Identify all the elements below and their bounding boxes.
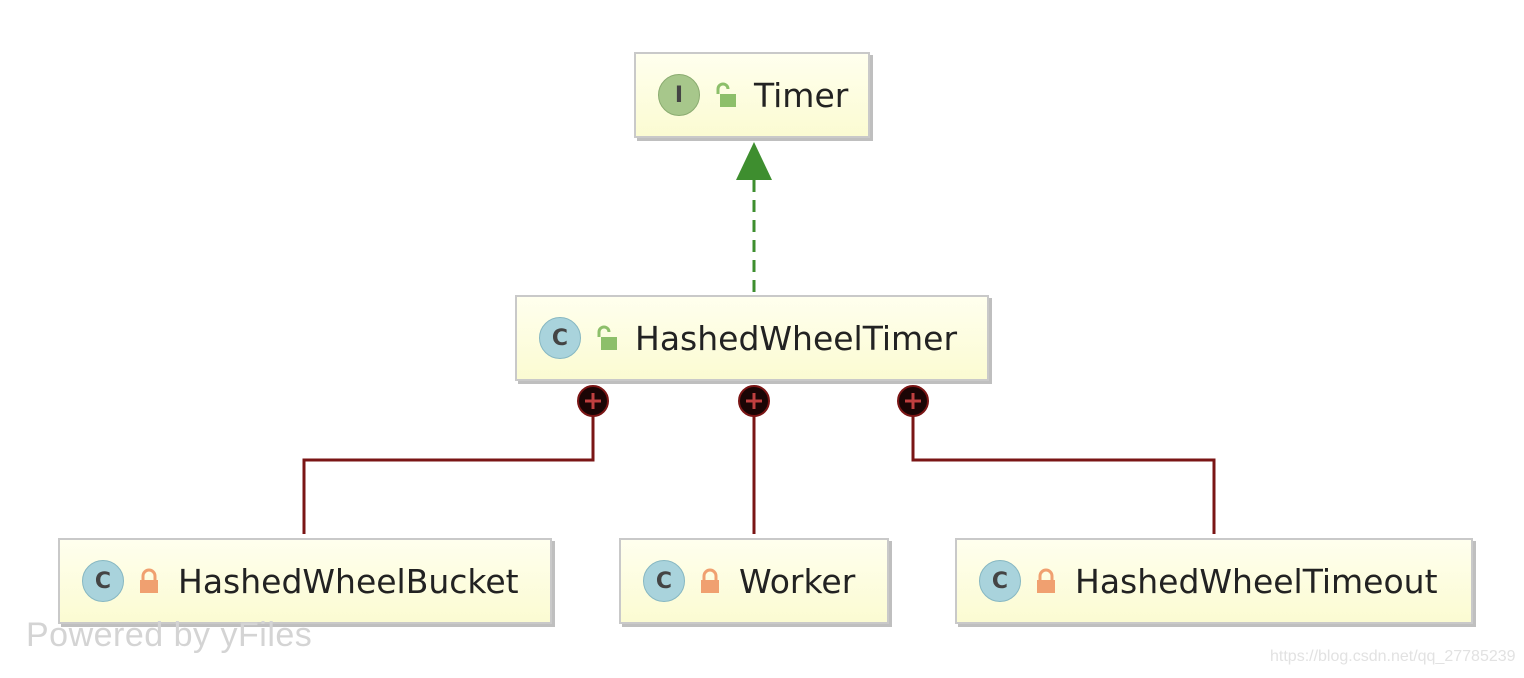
node-label: HashedWheelTimeout [1075, 561, 1438, 601]
static-class-icon: C [82, 560, 124, 602]
static-class-icon: C [979, 560, 1021, 602]
node-hashed-wheel-bucket[interactable]: C HashedWheelBucket [58, 538, 552, 624]
class-icon: C [539, 317, 581, 359]
url-watermark: https://blog.csdn.net/qq_27785239 [1270, 648, 1516, 665]
locked-icon [140, 568, 158, 593]
node-label: Worker [739, 561, 856, 601]
inner-marker-timeout-icon [897, 385, 929, 417]
locked-icon [1037, 568, 1055, 593]
interface-icon: I [658, 74, 700, 116]
node-timer[interactable]: I Timer [634, 52, 870, 138]
locked-icon [701, 568, 719, 593]
inner-marker-bucket-icon [577, 385, 609, 417]
inner-edge-bucket [302, 415, 595, 534]
node-label: Timer [754, 75, 849, 115]
inner-marker-worker-icon [738, 385, 770, 417]
unlocked-icon [597, 325, 617, 350]
node-hashed-wheel-timeout[interactable]: C HashedWheelTimeout [955, 538, 1473, 624]
node-hashed-wheel-timer[interactable]: C HashedWheelTimer [515, 295, 989, 381]
node-label: HashedWheelBucket [178, 561, 519, 601]
implements-arrowhead [736, 142, 772, 180]
inner-edge-timeout [911, 415, 1216, 534]
powered-by-watermark: Powered by yFiles [26, 616, 313, 654]
unlocked-icon [716, 82, 736, 107]
node-label: HashedWheelTimer [635, 318, 958, 358]
node-worker[interactable]: C Worker [619, 538, 889, 624]
class-icon: C [643, 560, 685, 602]
